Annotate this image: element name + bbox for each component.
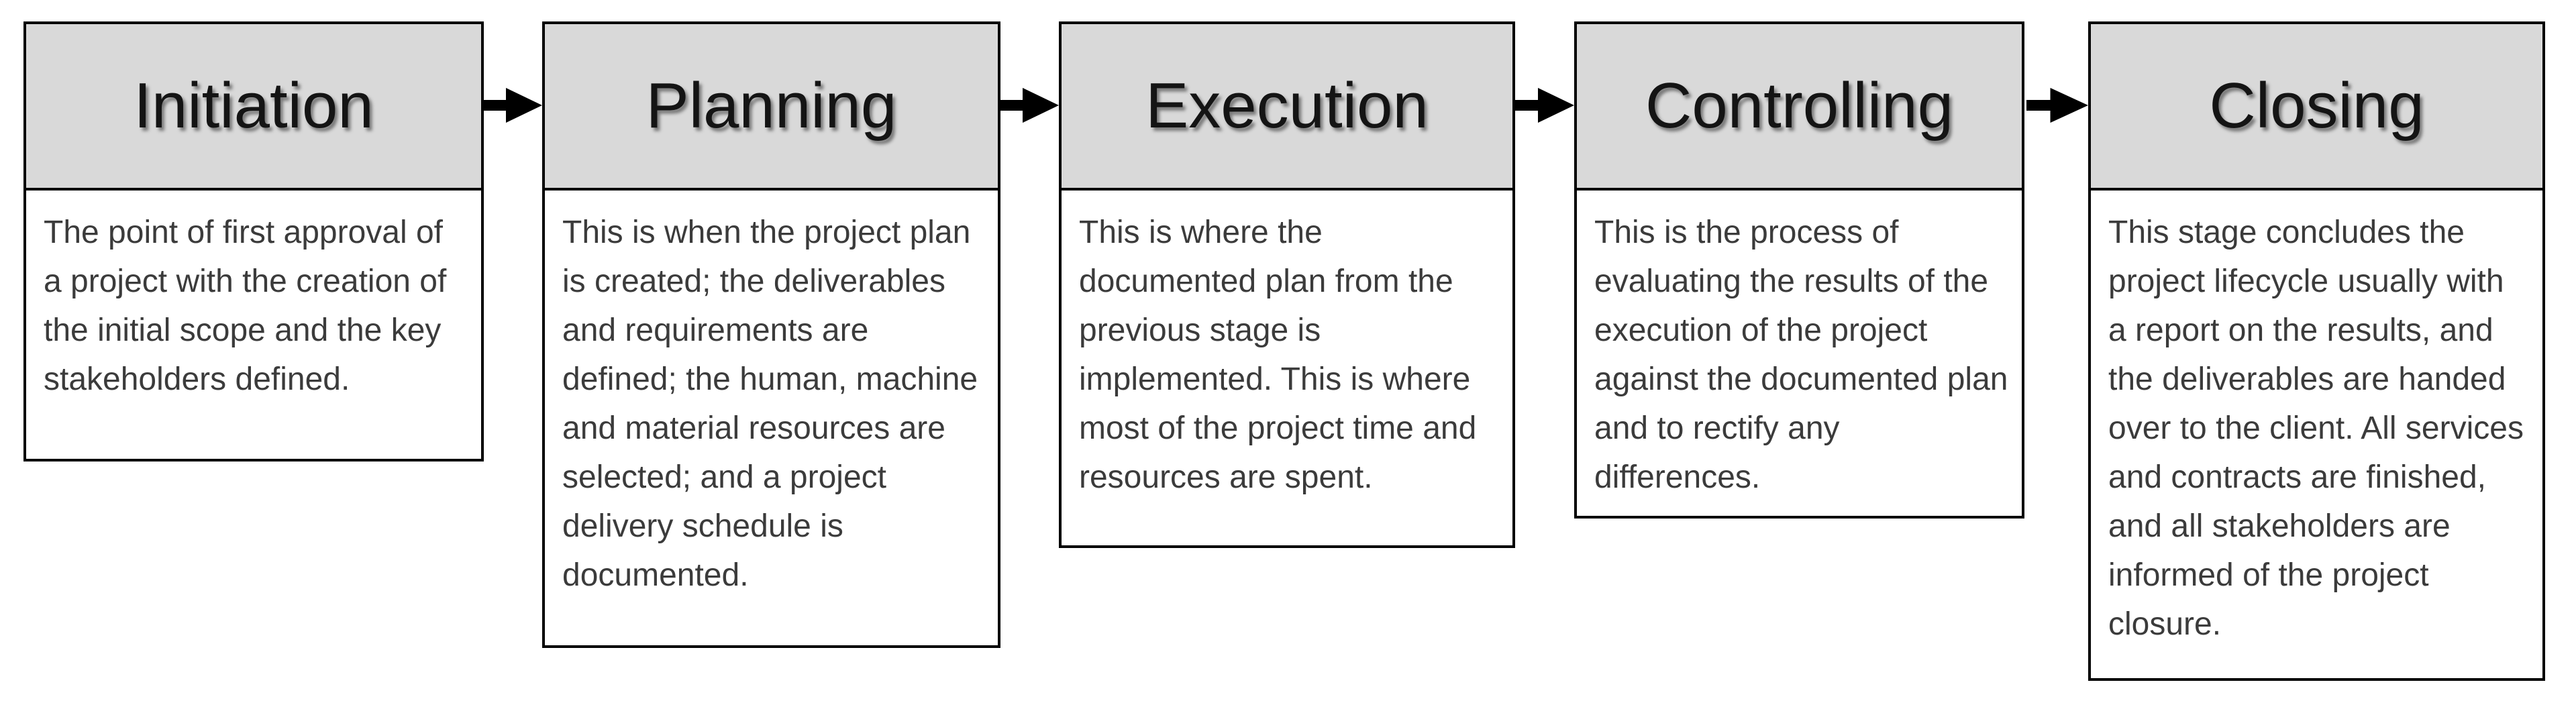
stage-description: This is when the project plan is created… <box>562 215 978 593</box>
stage-title: Controlling <box>1645 70 1953 142</box>
arrow-right-icon <box>2026 88 2088 123</box>
arrow-right-icon <box>483 88 542 123</box>
stage-box-initiation: Initiation The point of first approval o… <box>23 21 484 461</box>
stage-description: The point of first approval of a project… <box>44 215 447 397</box>
arrow-right-icon <box>1000 88 1059 123</box>
stage-header-closing: Closing <box>2091 24 2542 190</box>
stage-title: Closing <box>2209 70 2424 142</box>
stage-box-controlling: Controlling This is the process of evalu… <box>1574 21 2024 519</box>
stage-description: This is where the documented plan from t… <box>1079 215 1477 495</box>
stage-header-controlling: Controlling <box>1577 24 2022 190</box>
stage-header-planning: Planning <box>545 24 998 190</box>
stage-description: This stage concludes the project lifecyc… <box>2108 215 2524 642</box>
stage-box-planning: Planning This is when the project plan i… <box>542 21 1000 648</box>
stage-description: This is the process of evaluating the re… <box>1594 215 2008 495</box>
stage-box-closing: Closing This stage concludes the project… <box>2088 21 2545 681</box>
stage-title: Initiation <box>134 70 374 142</box>
stage-header-initiation: Initiation <box>26 24 481 190</box>
arrow-right-icon <box>1515 88 1574 123</box>
stage-header-execution: Execution <box>1062 24 1512 190</box>
stage-title: Planning <box>646 70 897 142</box>
stage-title: Execution <box>1145 70 1429 142</box>
stage-box-execution: Execution This is where the documented p… <box>1059 21 1515 548</box>
